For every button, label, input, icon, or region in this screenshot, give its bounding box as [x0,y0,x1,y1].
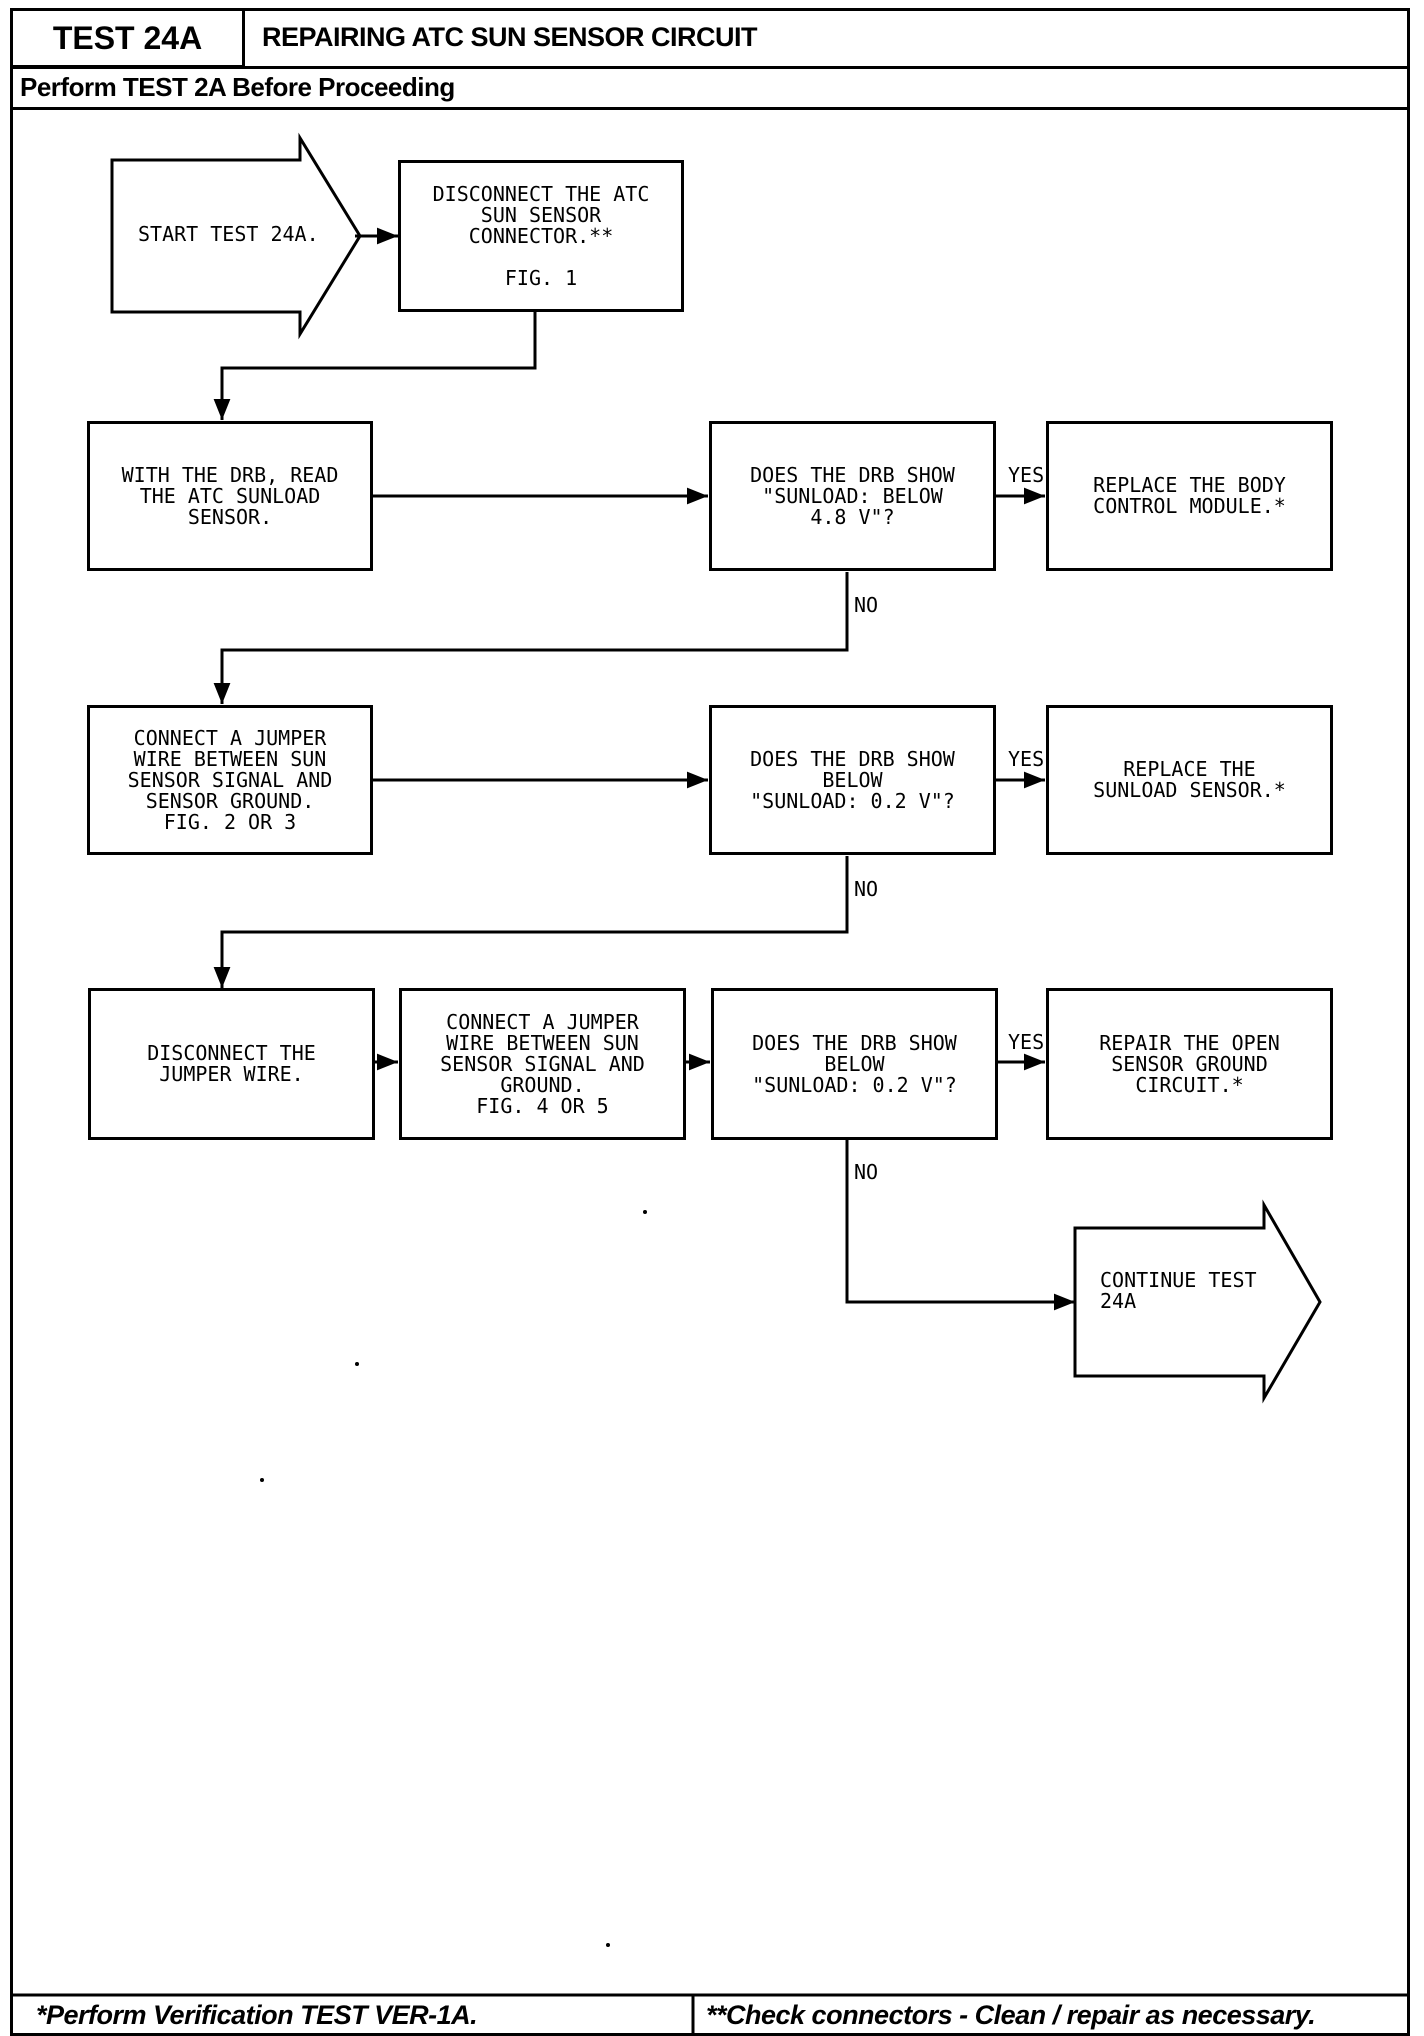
step-connect-jumper-signal-sensor-ground: CONNECT A JUMPER WIRE BETWEEN SUN SENSOR… [87,705,373,855]
yes-label-1: YES [1008,463,1045,487]
step-read-sunload: WITH THE DRB, READ THE ATC SUNLOAD SENSO… [87,421,373,571]
prerequisite-note: Perform TEST 2A Before Proceeding [20,72,455,102]
no-label-3: NO [854,1160,879,1184]
continue-test-label: CONTINUE TEST 24A [1100,1268,1257,1313]
step-connect-jumper-signal-ground: CONNECT A JUMPER WIRE BETWEEN SUN SENSOR… [399,988,686,1140]
question-below-0-2v-b: DOES THE DRB SHOW BELOW "SUNLOAD: 0.2 V"… [711,988,998,1140]
yes-label-3: YES [1008,1030,1045,1054]
step-disconnect-jumper: DISCONNECT THE JUMPER WIRE. [88,988,375,1140]
page-title: REPAIRING ATC SUN SENSOR CIRCUIT [262,22,758,52]
action-replace-bcm: REPLACE THE BODY CONTROL MODULE.* [1046,421,1333,571]
question-below-4-8v: DOES THE DRB SHOW "SUNLOAD: BELOW 4.8 V"… [709,421,996,571]
footer-connector-note: **Check connectors - Clean / repair as n… [706,2000,1316,2030]
yes-label-2: YES [1008,747,1045,771]
question-below-0-2v-a: DOES THE DRB SHOW BELOW "SUNLOAD: 0.2 V"… [709,705,996,855]
step-disconnect-sensor: DISCONNECT THE ATC SUN SENSOR CONNECTOR.… [398,160,684,312]
action-replace-sunload-sensor: REPLACE THE SUNLOAD SENSOR.* [1046,705,1333,855]
no-label-1: NO [854,593,879,617]
footer-verification-note: *Perform Verification TEST VER-1A. [36,2000,478,2030]
start-arrow-shape [110,132,362,340]
continue-arrow-shape [1073,1199,1322,1404]
no-label-2: NO [854,877,879,901]
start-test-label: START TEST 24A. [138,222,319,246]
action-repair-sensor-ground: REPAIR THE OPEN SENSOR GROUND CIRCUIT.* [1046,988,1333,1140]
test-number: TEST 24A [10,8,245,68]
header-divider [10,66,1410,69]
